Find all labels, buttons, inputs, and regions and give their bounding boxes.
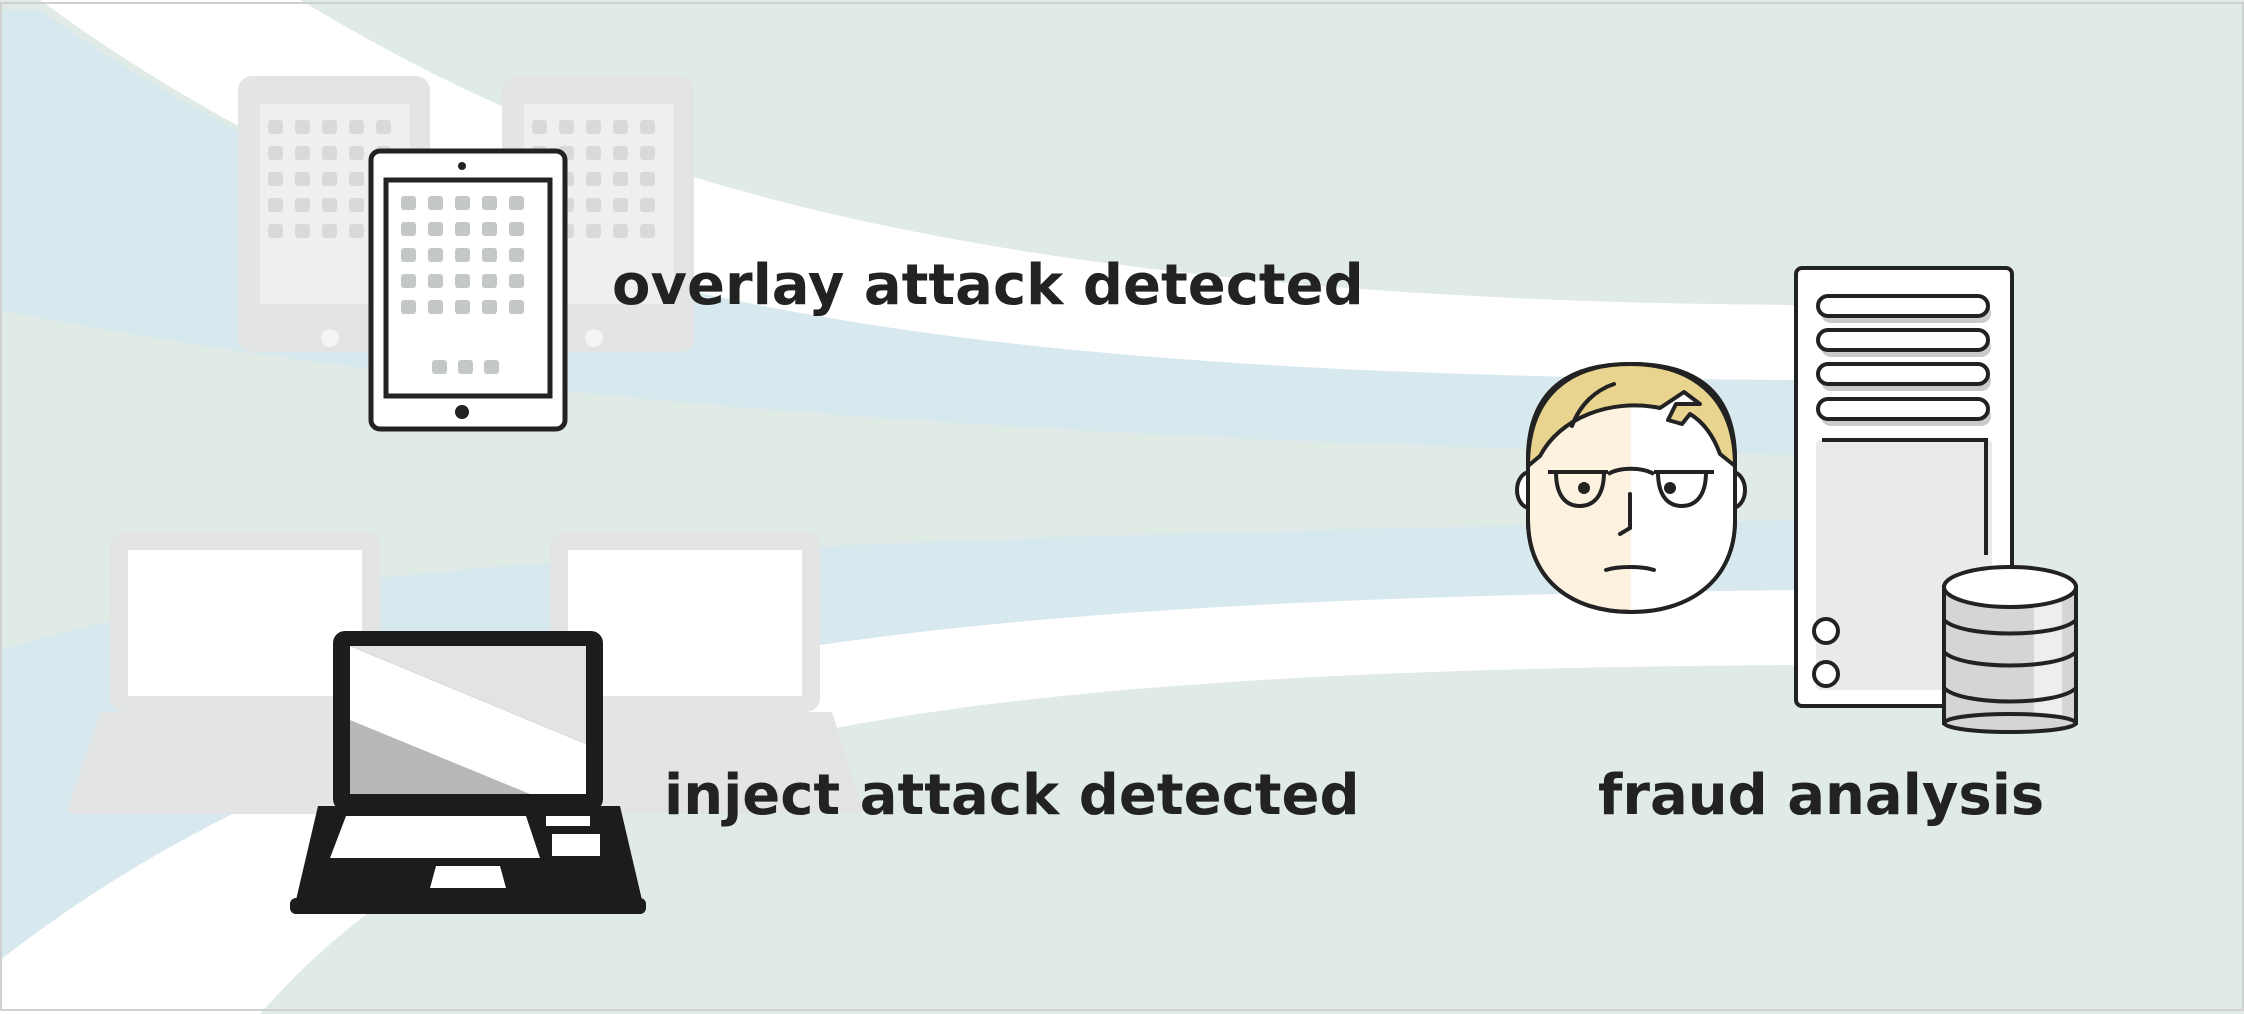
database-icon <box>1942 565 2078 734</box>
fraud-analysis-label: fraud analysis <box>1598 763 2045 828</box>
db-ring <box>1942 686 2078 704</box>
app-tile <box>509 274 524 288</box>
ghost-app-tile <box>640 120 655 134</box>
drive-slot <box>1816 294 1990 318</box>
app-tile <box>401 222 416 236</box>
ghost-app-tile <box>295 172 310 186</box>
ghost-app-tile <box>268 224 283 238</box>
ghost-app-tile <box>322 120 337 134</box>
ghost-app-tile <box>640 172 655 186</box>
app-tile <box>482 222 497 236</box>
ghost-app-tile <box>586 224 601 238</box>
ghost-app-tile <box>559 120 574 134</box>
ghost-app-tile <box>613 146 628 160</box>
ghost-app-tile <box>322 172 337 186</box>
dock-tile <box>484 360 499 374</box>
app-tile <box>428 248 443 262</box>
app-tile <box>482 248 497 262</box>
ghost-app-tile <box>586 120 601 134</box>
ghost-app-tile <box>349 172 364 186</box>
ghost-app-tile <box>268 146 283 160</box>
ghost-app-tile <box>586 198 601 212</box>
db-ring <box>1942 650 2078 668</box>
app-tile <box>401 300 416 314</box>
app-tile <box>455 196 470 210</box>
app-tile <box>455 300 470 314</box>
app-tile <box>401 274 416 288</box>
inject-attack-label: inject attack detected <box>664 763 1360 828</box>
ghost-app-tile <box>295 146 310 160</box>
app-tile <box>482 300 497 314</box>
app-tile <box>509 222 524 236</box>
app-tile <box>482 196 497 210</box>
ghost-app-tile <box>613 120 628 134</box>
laptop-icon <box>290 631 646 914</box>
app-tile <box>509 300 524 314</box>
ghost-app-tile <box>613 198 628 212</box>
ghost-app-tile <box>322 146 337 160</box>
ghost-app-tile <box>268 120 283 134</box>
ghost-app-tile <box>349 224 364 238</box>
ghost-app-tile <box>295 120 310 134</box>
ghost-app-tile <box>268 198 283 212</box>
ghost-app-tile <box>532 120 547 134</box>
drive-slot <box>1816 362 1990 386</box>
ghost-app-tile <box>295 224 310 238</box>
ghost-app-tile <box>613 172 628 186</box>
ghost-app-tile <box>613 224 628 238</box>
ghost-app-tile <box>586 146 601 160</box>
app-tile <box>428 222 443 236</box>
ghost-app-tile <box>640 146 655 160</box>
dock-tile <box>432 360 447 374</box>
ghost-app-tile <box>349 198 364 212</box>
ghost-app-tile <box>376 120 391 134</box>
ghost-app-tile <box>268 172 283 186</box>
app-tile <box>455 222 470 236</box>
ghost-app-tile <box>640 198 655 212</box>
ghost-app-tile <box>349 146 364 160</box>
app-tile <box>401 248 416 262</box>
app-tile <box>428 300 443 314</box>
app-tile <box>482 274 497 288</box>
ghost-app-tile <box>640 224 655 238</box>
ghost-app-tile <box>322 224 337 238</box>
ghost-app-tile <box>295 198 310 212</box>
analyst-face-icon <box>1515 361 1747 615</box>
app-tile <box>509 248 524 262</box>
drive-slot <box>1816 397 1990 421</box>
ghost-app-tile <box>586 172 601 186</box>
app-tile <box>509 196 524 210</box>
db-ring <box>1942 618 2078 636</box>
app-tile <box>401 196 416 210</box>
overlay-attack-label: overlay attack detected <box>612 253 1364 318</box>
app-tile <box>455 248 470 262</box>
app-tile <box>455 274 470 288</box>
app-tile <box>428 274 443 288</box>
drive-slot <box>1816 328 1990 352</box>
ghost-laptop-left <box>68 532 424 814</box>
dock-tile <box>458 360 473 374</box>
ghost-app-tile <box>349 120 364 134</box>
app-tile <box>428 196 443 210</box>
tablet-icon <box>368 148 568 432</box>
ghost-app-tile <box>322 198 337 212</box>
